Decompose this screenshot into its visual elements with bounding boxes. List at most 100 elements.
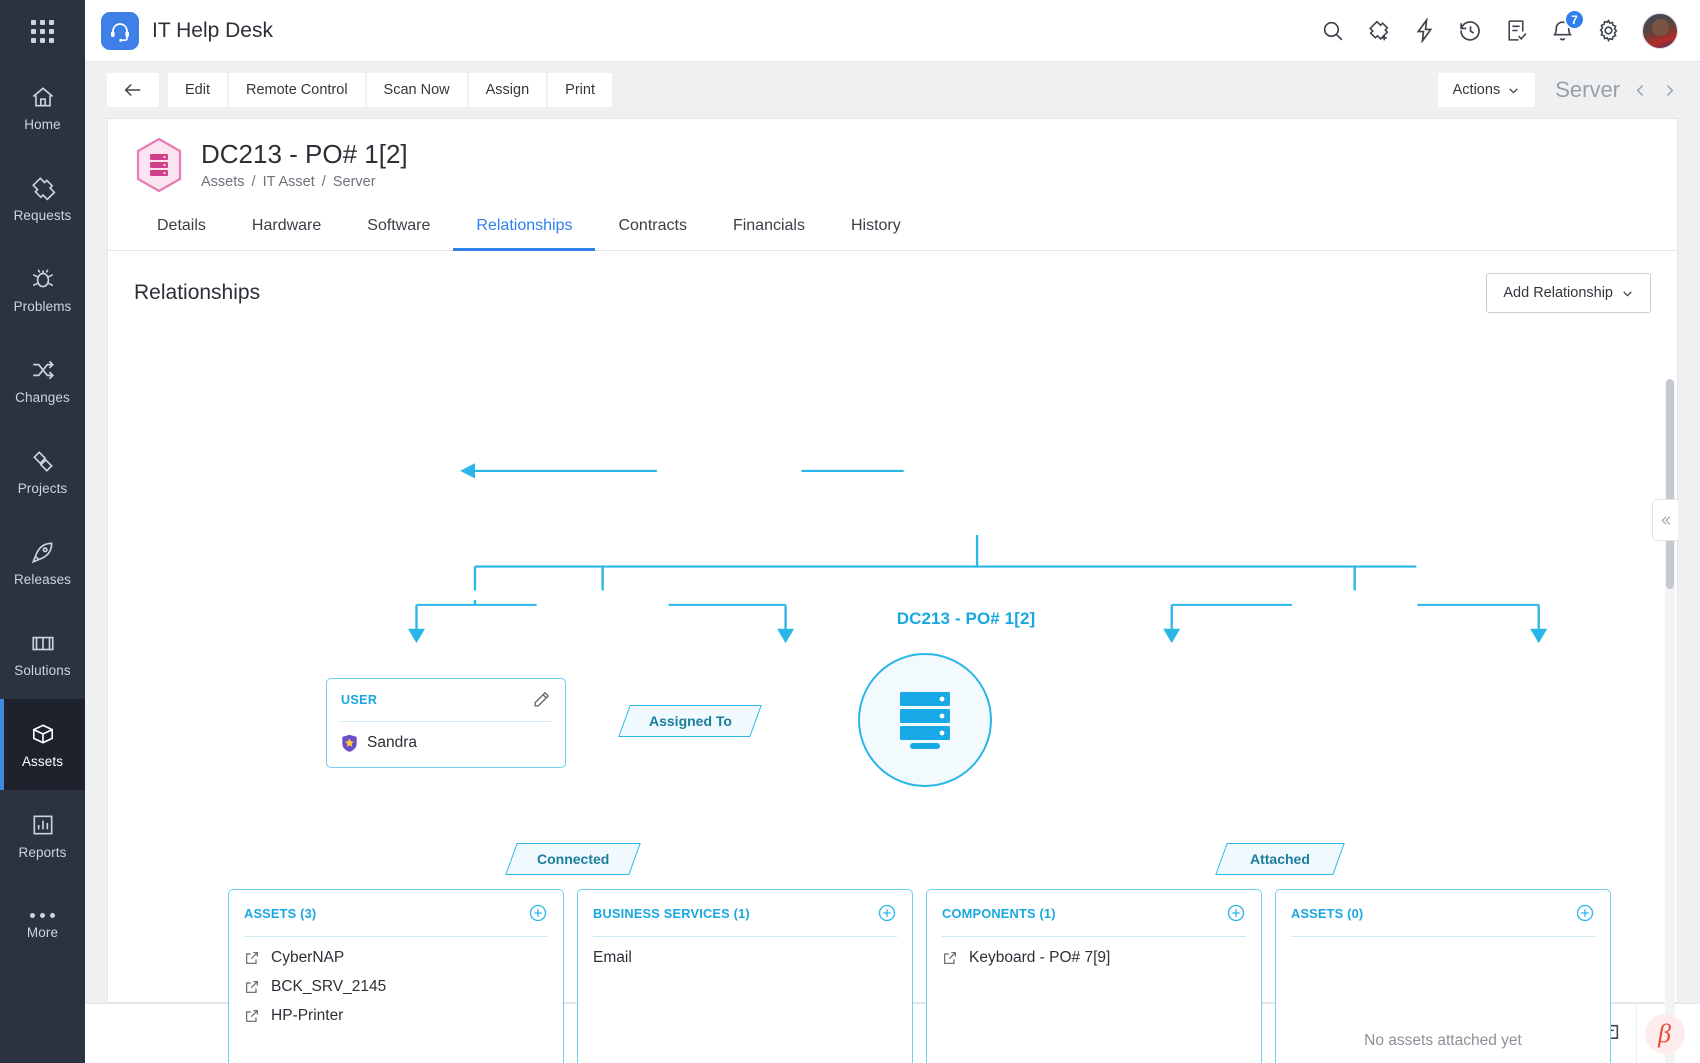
tab-contracts[interactable]: Contracts bbox=[618, 217, 687, 234]
add-relationship-button[interactable]: Add Relationship bbox=[1486, 273, 1651, 313]
pencil-icon[interactable] bbox=[532, 690, 551, 709]
projects-icon bbox=[32, 450, 53, 472]
primary-sidebar: Home Requests Problems Changes Projects … bbox=[0, 0, 85, 1063]
breadcrumb-item-server[interactable]: Server bbox=[332, 173, 376, 190]
add-ticket-icon[interactable] bbox=[1366, 18, 1391, 43]
sidebar-item-label: Reports bbox=[18, 844, 67, 860]
brand[interactable]: IT Help Desk bbox=[101, 11, 273, 50]
list-item-label: Email bbox=[593, 949, 632, 966]
divider bbox=[593, 936, 897, 937]
edge-label-attached[interactable]: Attached bbox=[1215, 843, 1345, 875]
plus-circle-icon[interactable] bbox=[528, 903, 548, 923]
rocket-icon bbox=[31, 542, 52, 563]
edit-button[interactable]: Edit bbox=[168, 73, 227, 107]
relationship-card-assets-attached: ASSETS (0) No assets attached yet Attach bbox=[1275, 889, 1611, 1063]
vertical-scrollbar[interactable] bbox=[1665, 379, 1675, 1063]
assign-button[interactable]: Assign bbox=[468, 73, 547, 107]
edge-label-assigned-to[interactable]: Assigned To bbox=[618, 705, 762, 737]
quick-action-bolt-icon[interactable] bbox=[1412, 18, 1437, 43]
page-title: DC213 - PO# 1[2] bbox=[201, 139, 408, 170]
chart-icon bbox=[33, 815, 52, 834]
app-header: IT Help Desk 7 bbox=[85, 0, 1700, 62]
scan-now-button[interactable]: Scan Now bbox=[366, 73, 467, 107]
sidebar-item-label: Requests bbox=[13, 207, 72, 223]
beta-icon: β bbox=[1644, 1013, 1685, 1054]
user-card-header: USER bbox=[341, 690, 551, 709]
history-icon[interactable] bbox=[1458, 18, 1483, 43]
back-button[interactable] bbox=[107, 73, 159, 107]
section-title: Relationships bbox=[134, 281, 261, 304]
chevron-left-double-icon bbox=[1661, 515, 1671, 525]
gear-icon[interactable] bbox=[1596, 18, 1621, 43]
list-item[interactable]: Keyboard - PO# 7[9] bbox=[942, 949, 1246, 967]
edge-label-text: Attached bbox=[1250, 851, 1310, 867]
plus-circle-icon[interactable] bbox=[1226, 903, 1246, 923]
actions-button[interactable]: Actions bbox=[1437, 73, 1536, 107]
sidebar-item-label: Projects bbox=[17, 480, 68, 496]
sidebar-item-label: Changes bbox=[15, 389, 70, 405]
search-icon[interactable] bbox=[1320, 18, 1345, 43]
notifications-button[interactable]: 7 bbox=[1550, 9, 1585, 43]
ticket-icon bbox=[31, 176, 56, 201]
relationship-card-assets-connected: ASSETS (3) CyberNAP BCK_SRV_2145 bbox=[228, 889, 564, 1063]
list-item-label: BCK_SRV_2145 bbox=[271, 978, 387, 995]
diagram-node-title: DC213 - PO# 1[2] bbox=[896, 609, 1036, 628]
app-switcher-button[interactable] bbox=[0, 0, 85, 62]
record-title-block: DC213 - PO# 1[2] Assets / IT Asset / Ser… bbox=[201, 139, 408, 190]
divider bbox=[341, 721, 551, 722]
breadcrumb-item-it-asset[interactable]: IT Asset bbox=[262, 173, 315, 190]
list-item[interactable]: HP-Printer bbox=[244, 1007, 548, 1025]
tab-relationships[interactable]: Relationships bbox=[453, 207, 596, 251]
breadcrumb-item-assets[interactable]: Assets bbox=[201, 173, 245, 190]
chevron-right-icon[interactable] bbox=[1661, 82, 1678, 99]
user-card-value[interactable]: Sandra bbox=[341, 734, 551, 752]
divider bbox=[244, 936, 548, 937]
plus-circle-icon[interactable] bbox=[1575, 903, 1595, 923]
beta-button[interactable]: β bbox=[1636, 1004, 1692, 1063]
panel-collapse-handle[interactable] bbox=[1652, 499, 1678, 541]
headset-icon bbox=[101, 11, 139, 50]
list-item[interactable]: CyberNAP bbox=[244, 949, 548, 967]
list-item[interactable]: BCK_SRV_2145 bbox=[244, 978, 548, 996]
sidebar-item-releases[interactable]: Releases bbox=[0, 517, 85, 608]
list-item[interactable]: Email bbox=[593, 949, 897, 967]
sidebar-item-solutions[interactable]: Solutions bbox=[0, 608, 85, 699]
sidebar-item-problems[interactable]: Problems bbox=[0, 244, 85, 335]
avatar[interactable] bbox=[1642, 12, 1678, 49]
tab-hardware[interactable]: Hardware bbox=[251, 217, 322, 234]
empty-state: No assets attached yet Attach bbox=[1291, 927, 1595, 1063]
record-tabs: Details Hardware Software Relationships … bbox=[108, 193, 1677, 251]
tab-history[interactable]: History bbox=[850, 217, 901, 234]
home-icon bbox=[32, 86, 53, 106]
tab-software[interactable]: Software bbox=[367, 217, 431, 234]
remote-control-button[interactable]: Remote Control bbox=[229, 73, 365, 107]
diagram-root-node[interactable] bbox=[858, 653, 992, 787]
sidebar-item-reports[interactable]: Reports bbox=[0, 790, 85, 881]
sidebar-item-home[interactable]: Home bbox=[0, 62, 85, 153]
sidebar-item-more[interactable]: More bbox=[0, 881, 85, 972]
list-item-label: CyberNAP bbox=[271, 949, 345, 966]
chevron-left-icon[interactable] bbox=[1632, 82, 1649, 99]
sidebar-item-requests[interactable]: Requests bbox=[0, 153, 85, 244]
back-arrow-icon bbox=[124, 83, 141, 97]
chevron-down-icon bbox=[1509, 87, 1518, 94]
edge-label-connected[interactable]: Connected bbox=[505, 843, 641, 875]
plus-circle-icon[interactable] bbox=[877, 903, 897, 923]
shuffle-icon bbox=[32, 360, 54, 379]
tab-financials[interactable]: Financials bbox=[732, 217, 805, 234]
tab-details[interactable]: Details bbox=[157, 217, 206, 234]
edge-label-text: Assigned To bbox=[648, 713, 732, 729]
beta-glyph: β bbox=[1658, 1018, 1671, 1048]
external-link-icon bbox=[246, 1010, 258, 1022]
sidebar-item-assets[interactable]: Assets bbox=[0, 699, 85, 790]
scrollbar-thumb[interactable] bbox=[1666, 379, 1674, 589]
task-list-icon[interactable] bbox=[1504, 18, 1529, 43]
sidebar-item-changes[interactable]: Changes bbox=[0, 335, 85, 426]
print-button[interactable]: Print bbox=[548, 73, 612, 107]
sidebar-item-projects[interactable]: Projects bbox=[0, 426, 85, 517]
add-relationship-label: Add Relationship bbox=[1503, 285, 1613, 301]
server-hex-icon bbox=[136, 137, 182, 193]
book-icon bbox=[31, 636, 54, 650]
header-actions: 7 bbox=[1320, 9, 1678, 49]
